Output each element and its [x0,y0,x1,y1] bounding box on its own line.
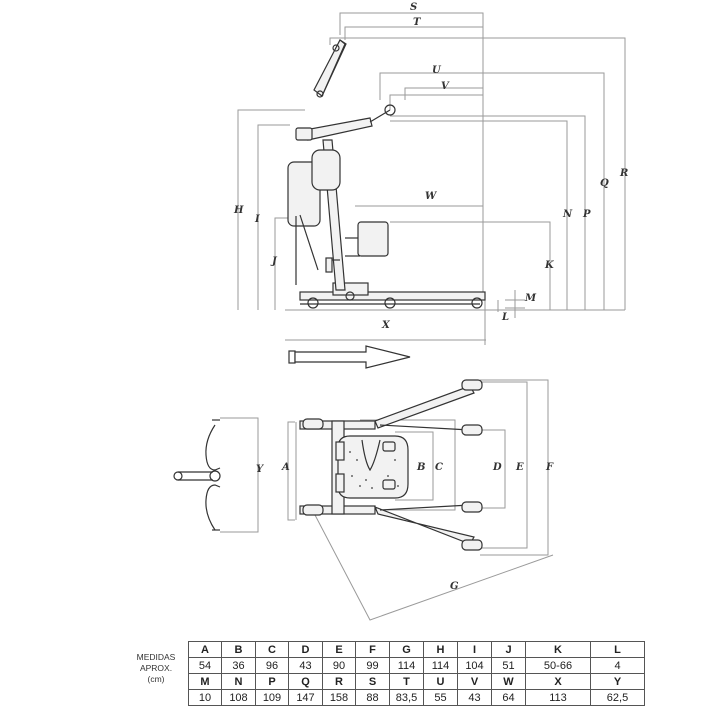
letter-cell: S [355,673,390,690]
dimension-label: F [545,462,554,473]
letter-cell: Q [288,673,323,690]
letter-cell: U [423,673,458,690]
lift-boom [295,39,396,141]
dimension-label: N [562,209,573,220]
letter-cell: Y [590,673,645,690]
value-cell: 109 [255,689,289,706]
value-cell: 4 [590,657,645,674]
letter-cell: M [188,673,222,690]
dimension-label: H [233,205,244,216]
value-cell: 104 [457,657,492,674]
lift-base [299,282,486,309]
letter-cell: W [491,673,526,690]
measurements-row-label: MEDIDAS APROX. (cm) [128,652,184,685]
dimension-label: V [441,81,450,92]
value-cell: 54 [188,657,222,674]
side-dimension-lines [237,12,626,345]
dimension-label: D [492,462,502,473]
dimension-label: P [582,209,591,220]
letter-cell: D [288,641,323,658]
value-cell: 96 [255,657,289,674]
table-row: A B C D E F G H I J K L [188,641,645,658]
value-cell: 114 [389,657,424,674]
letter-cell: C [255,641,289,658]
value-cell: 50-66 [525,657,591,674]
letter-cell: K [525,641,591,658]
value-cell: 62,5 [590,689,645,706]
letter-cell: A [188,641,222,658]
value-cell: 90 [322,657,356,674]
value-cell: 108 [221,689,256,706]
dimension-label: S [410,2,417,13]
measurements-table: A B C D E F G H I J K L 54 36 96 43 90 9… [188,641,645,706]
row-label-line: (cm) [147,674,165,684]
value-cell: 10 [188,689,222,706]
letter-cell: B [221,641,256,658]
letter-cell: T [389,673,424,690]
dimension-label: W [425,191,438,202]
dimension-label: U [432,65,442,76]
foot-plate [335,435,409,499]
letter-cell: N [221,673,256,690]
dimension-label: T [413,17,422,28]
dimension-label: L [501,312,509,323]
letter-cell: I [457,641,492,658]
letter-cell: G [389,641,424,658]
row-label-line: MEDIDAS [136,652,176,662]
knee-pad [345,221,389,257]
patient-lift-technical-drawing: S T U V W H I J K N P Q R M L X [173,2,628,621]
dimension-label: M [524,293,537,304]
dimension-label: I [254,214,260,225]
dimension-label: G [450,581,459,592]
dimension-label: Q [600,178,609,189]
value-cell: 55 [423,689,458,706]
letter-cell: P [255,673,289,690]
direction-arrow [288,345,411,369]
dimension-label: C [435,462,443,473]
value-cell: 43 [457,689,492,706]
handle-detail: Y [173,417,264,533]
value-cell: 114 [423,657,458,674]
table-row: 54 36 96 43 90 99 114 114 104 51 50-66 4 [188,657,645,674]
letter-cell: E [322,641,356,658]
dimension-label: B [416,462,425,473]
value-cell: 99 [355,657,390,674]
letter-cell: L [590,641,645,658]
value-cell: 43 [288,657,323,674]
value-cell: 147 [288,689,323,706]
dimension-label: E [515,462,524,473]
letter-cell: R [322,673,356,690]
row-label-line: APROX. [139,663,173,673]
side-view: S T U V W H I J K N P Q R M L X [233,2,628,345]
dimension-label: A [281,462,290,473]
letter-cell: J [491,641,526,658]
table-row: 10 108 109 147 158 88 83,5 55 43 64 113 … [188,689,645,706]
value-cell: 113 [525,689,591,706]
value-cell: 51 [491,657,526,674]
dimension-label: K [544,260,555,271]
value-cell: 83,5 [389,689,424,706]
letter-cell: H [423,641,458,658]
dimension-label: Y [256,464,264,475]
actuator-housing [287,149,341,285]
dimension-label: X [381,320,391,331]
value-cell: 88 [355,689,390,706]
dimension-label: R [619,168,628,179]
top-view: A B C D E F G [281,379,554,621]
letter-cell: X [525,673,591,690]
top-dimension-lines [287,379,554,621]
table-row: M N P Q R S T U V W X Y [188,673,645,690]
value-cell: 64 [491,689,526,706]
top-wheels [302,379,483,551]
top-dimension-labels: A B C D E F G [281,462,554,592]
value-cell: 36 [221,657,256,674]
value-cell: 158 [322,689,356,706]
side-dimension-labels: S T U V W H I J K N P Q R M L X [233,2,628,331]
letter-cell: F [355,641,390,658]
letter-cell: V [457,673,492,690]
dimension-label: J [270,256,278,267]
